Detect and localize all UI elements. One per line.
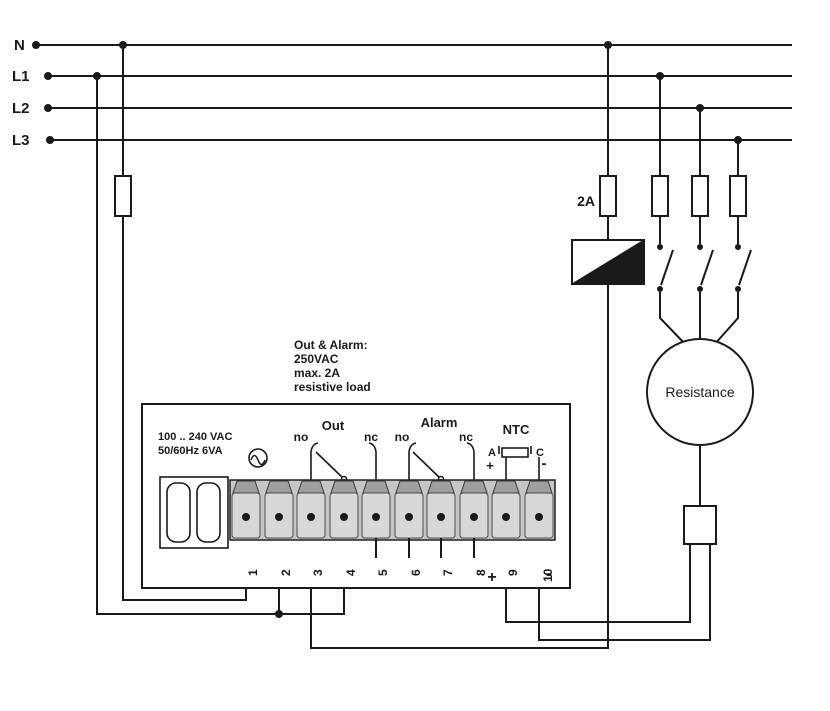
fuse-2a-label: 2A [577, 193, 595, 209]
ntc-input: NTC A C + - [486, 422, 547, 482]
bus-label-n: N [14, 37, 25, 54]
ac-supply-icon [248, 448, 268, 468]
resistance-load: Resistance [646, 338, 754, 446]
terminal-block: 1 2 3 4 [229, 479, 556, 582]
phase-branch-l2 [691, 104, 714, 338]
terminal-3: 3 [296, 480, 326, 576]
bus-label-l1: L1 [12, 68, 30, 85]
terminal-8: 8 [459, 480, 489, 576]
terminal-number: 7 [441, 569, 455, 576]
terminal-1: 1 [231, 480, 261, 576]
note-line2: 250VAC [294, 352, 339, 366]
note-line3: max. 2A [294, 366, 340, 380]
bus-line-l2: L2 [12, 100, 792, 117]
alarm-label: Alarm [421, 415, 458, 430]
terminal-number: 5 [376, 569, 390, 576]
fuse-phase-l2 [691, 175, 709, 217]
controller: 100 .. 240 VAC 50/60Hz 6VA no Out nc no … [141, 403, 571, 589]
alarm-nc-label: nc [459, 430, 473, 444]
fuse-phase-l1 [651, 175, 669, 217]
alarm-no-label: no [395, 430, 410, 444]
terminal-4: 4 [329, 480, 359, 576]
terminal-5: 5 [361, 480, 391, 576]
rating-note: Out & Alarm: 250VAC max. 2A resistive lo… [294, 338, 371, 394]
terminal-6: 6 [394, 480, 424, 576]
contactor-contact-l1 [657, 244, 674, 292]
bus-line-l3: L3 [12, 132, 792, 149]
terminal-2: 2 [264, 480, 294, 576]
ntc-a-label: A [488, 447, 496, 459]
terminal-9: 9 [491, 480, 521, 576]
terminal-number: 10 [541, 568, 555, 582]
bottom-minus-label: - [546, 564, 552, 585]
fuse-supply [114, 175, 132, 217]
bus-label-l2: L2 [12, 100, 30, 117]
bottom-plus-label: + [487, 569, 496, 586]
terminal-10: 10 [524, 480, 555, 582]
out-relay-contact: no Out nc [294, 418, 378, 483]
supply-input-section [159, 476, 229, 549]
terminal-number: 4 [344, 569, 358, 576]
contactor-contact-l2 [697, 244, 714, 292]
contactor-coil [570, 239, 645, 285]
out-nc-label: nc [364, 430, 378, 444]
bus-line-l1: L1 [12, 68, 792, 85]
ntc-plus-label: + [486, 458, 494, 473]
phase-branch-l1 [651, 72, 687, 346]
terminal-number: 1 [246, 569, 260, 576]
ntc-resistor-symbol [501, 447, 529, 458]
junction-dot [275, 610, 283, 618]
note-line4: resistive load [294, 380, 371, 394]
ntc-label: NTC [503, 422, 530, 437]
ntc-c-label: C [536, 447, 544, 459]
terminal-number: 3 [311, 569, 325, 576]
terminal-number: 2 [279, 569, 293, 576]
supply-rating-line1: 100 .. 240 VAC [158, 431, 232, 443]
phase-branch-l3 [713, 136, 752, 346]
fuse-phase-l3 [729, 175, 747, 217]
terminal-7: 7 [426, 480, 456, 576]
supply-rating-line2: 50/60Hz 6VA [158, 445, 223, 457]
out-label: Out [322, 418, 345, 433]
terminal-number: 9 [506, 569, 520, 576]
bus-label-l3: L3 [12, 132, 30, 149]
note-line1: Out & Alarm: [294, 338, 368, 352]
bus-line-n: N [14, 37, 792, 54]
contactor-contact-l3 [735, 244, 752, 292]
ntc-minus-label: - [542, 455, 547, 472]
out-no-label: no [294, 430, 309, 444]
wire-neutral-to-coil [310, 41, 612, 649]
fuse-2a [599, 175, 617, 217]
terminal-number: 6 [409, 569, 423, 576]
load-label: Resistance [665, 384, 734, 400]
terminal-number: 8 [474, 569, 488, 576]
